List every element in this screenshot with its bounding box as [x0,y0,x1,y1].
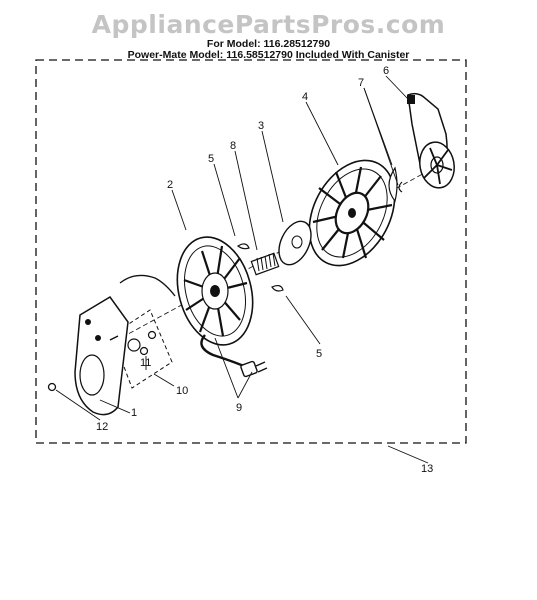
part-6-handle [407,92,455,189]
power-mate-header: Power-Mate Model: 116.58512790 Included … [127,49,410,61]
part-5-clip-upper [236,243,250,250]
callout-9: 9 [236,402,242,414]
callout-4: 4 [302,91,308,103]
cord-loop [119,274,176,297]
callout-12: 12 [96,421,108,433]
callout-13: 13 [421,463,433,475]
part-11-screws [109,330,157,356]
callout-5-upper: 5 [208,153,214,165]
callout-8: 8 [230,140,236,152]
model-header: For Model: 116.28512790 [206,38,331,50]
watermark-text: AppliancePartsPros.com [91,10,446,39]
callout-5-lower: 5 [316,348,322,360]
part-12-screw [47,382,57,392]
callout-11: 11 [140,357,151,369]
callout-7: 7 [358,77,364,89]
callout-2: 2 [167,179,173,191]
part-4-reel [308,159,396,267]
part-10-bracket [111,309,173,389]
part-8-spring [250,252,280,276]
leader-lines [55,75,429,464]
callout-1: 1 [131,407,137,419]
part-2-reel [176,236,254,346]
part-1-housing [74,296,129,416]
part-5-clip-lower [271,284,284,292]
callout-10: 10 [176,385,188,397]
callout-6: 6 [383,65,389,77]
callout-3: 3 [258,120,264,132]
part-3-disc [278,220,312,266]
assembly-boundary [35,59,467,444]
